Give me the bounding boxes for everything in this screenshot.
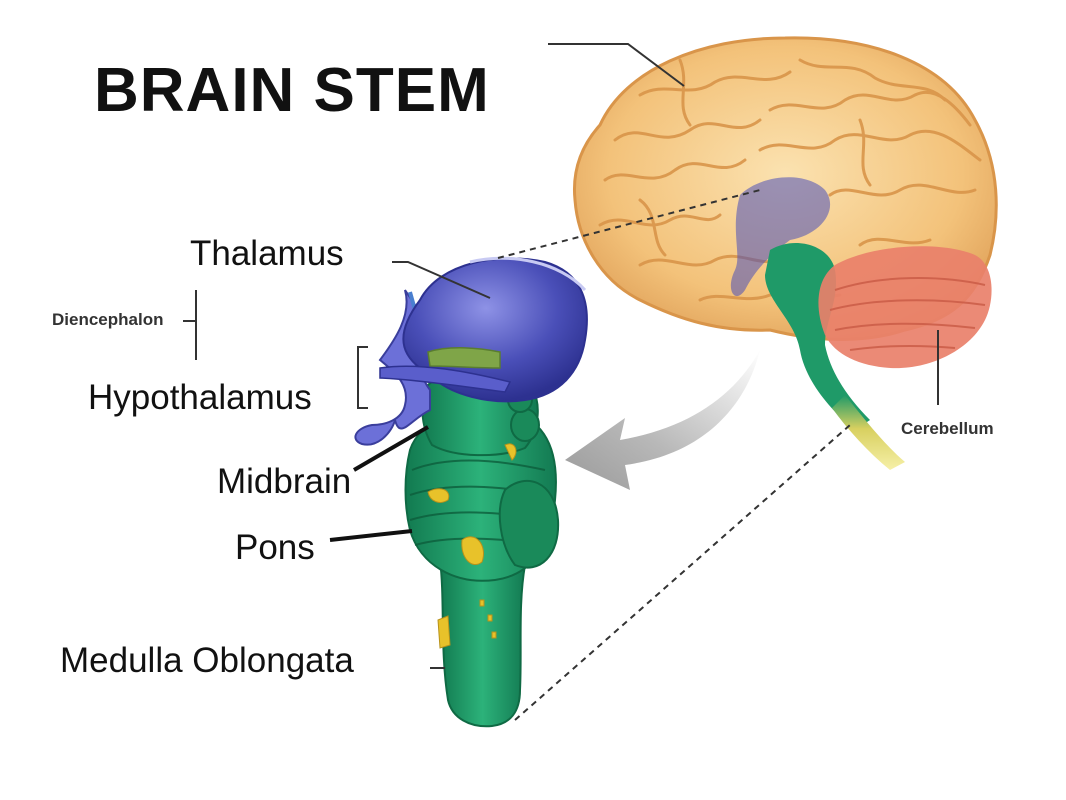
bold-leader-lines <box>329 425 430 542</box>
cerebellum-folds <box>829 277 986 351</box>
whole-brain <box>572 36 998 470</box>
spinal-tip <box>832 395 905 470</box>
label-cerebellum: Cerebellum <box>901 419 994 438</box>
medulla-shape <box>438 558 527 728</box>
label-hypothalamus: Hypothalamus <box>88 378 312 417</box>
label-midbrain: Midbrain <box>217 462 352 501</box>
lamina <box>379 365 512 393</box>
brainstem-detail <box>354 256 588 728</box>
label-diencephalon: Diencephalon <box>52 310 164 329</box>
label-pons: Pons <box>235 528 315 567</box>
nerve-roots <box>427 443 517 649</box>
zoom-lines <box>497 189 851 721</box>
label-medulla-oblongata: Medulla Oblongata <box>60 641 354 680</box>
pineal-ridge <box>427 347 501 369</box>
label-thalamus: Thalamus <box>190 234 344 273</box>
zoom-arrow <box>565 350 760 490</box>
peduncle-shape <box>498 479 560 569</box>
brainstem-inner <box>765 242 870 430</box>
thalamus-inner <box>730 177 831 297</box>
colliculus <box>510 408 540 442</box>
diagram-title: BRAIN STEM <box>94 56 490 125</box>
leader-lines <box>183 43 939 669</box>
thalamus-rim <box>469 256 587 291</box>
cerebellum-shape <box>818 246 992 369</box>
